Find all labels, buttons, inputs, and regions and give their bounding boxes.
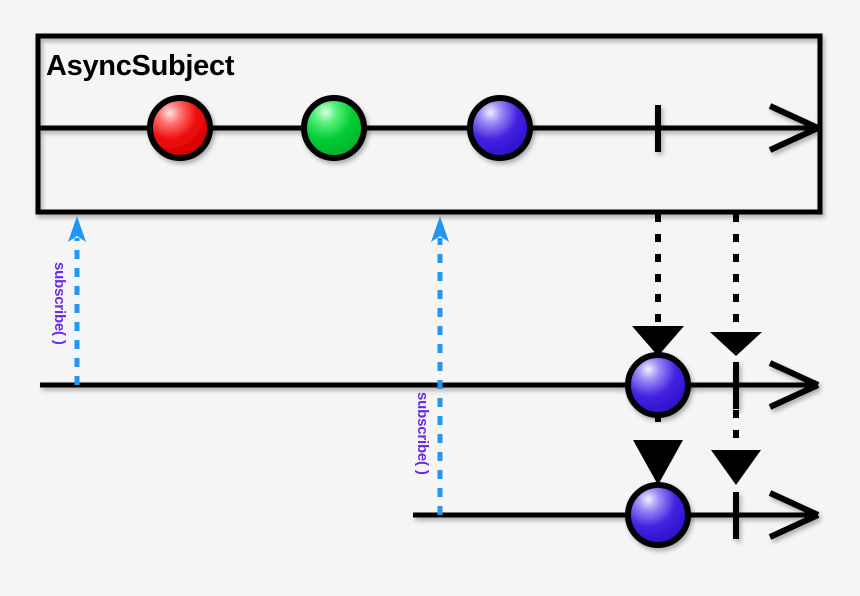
emission-arrow-value-2 <box>633 414 683 485</box>
second-subscriber-timeline <box>413 490 820 540</box>
subscribe-arrow-1 <box>68 216 86 385</box>
subscribe-arrow-2 <box>431 216 449 515</box>
source-marble-blue <box>467 95 533 161</box>
emission-arrow-value-1 <box>632 214 684 356</box>
subscribe-label-1: subscribe( ) <box>51 262 68 345</box>
subscribe-label-2: subscribe( ) <box>414 392 431 475</box>
source-marble-green <box>301 95 367 161</box>
emission-arrow-complete-2 <box>711 410 761 485</box>
source-marble-red <box>147 95 213 161</box>
async-subject-box <box>35 33 823 215</box>
emission-arrow-complete-1 <box>710 214 762 356</box>
page-title: AsyncSubject <box>46 50 235 82</box>
second-subscriber-marble-blue <box>625 482 691 548</box>
first-subscriber-marble-blue <box>625 352 691 418</box>
